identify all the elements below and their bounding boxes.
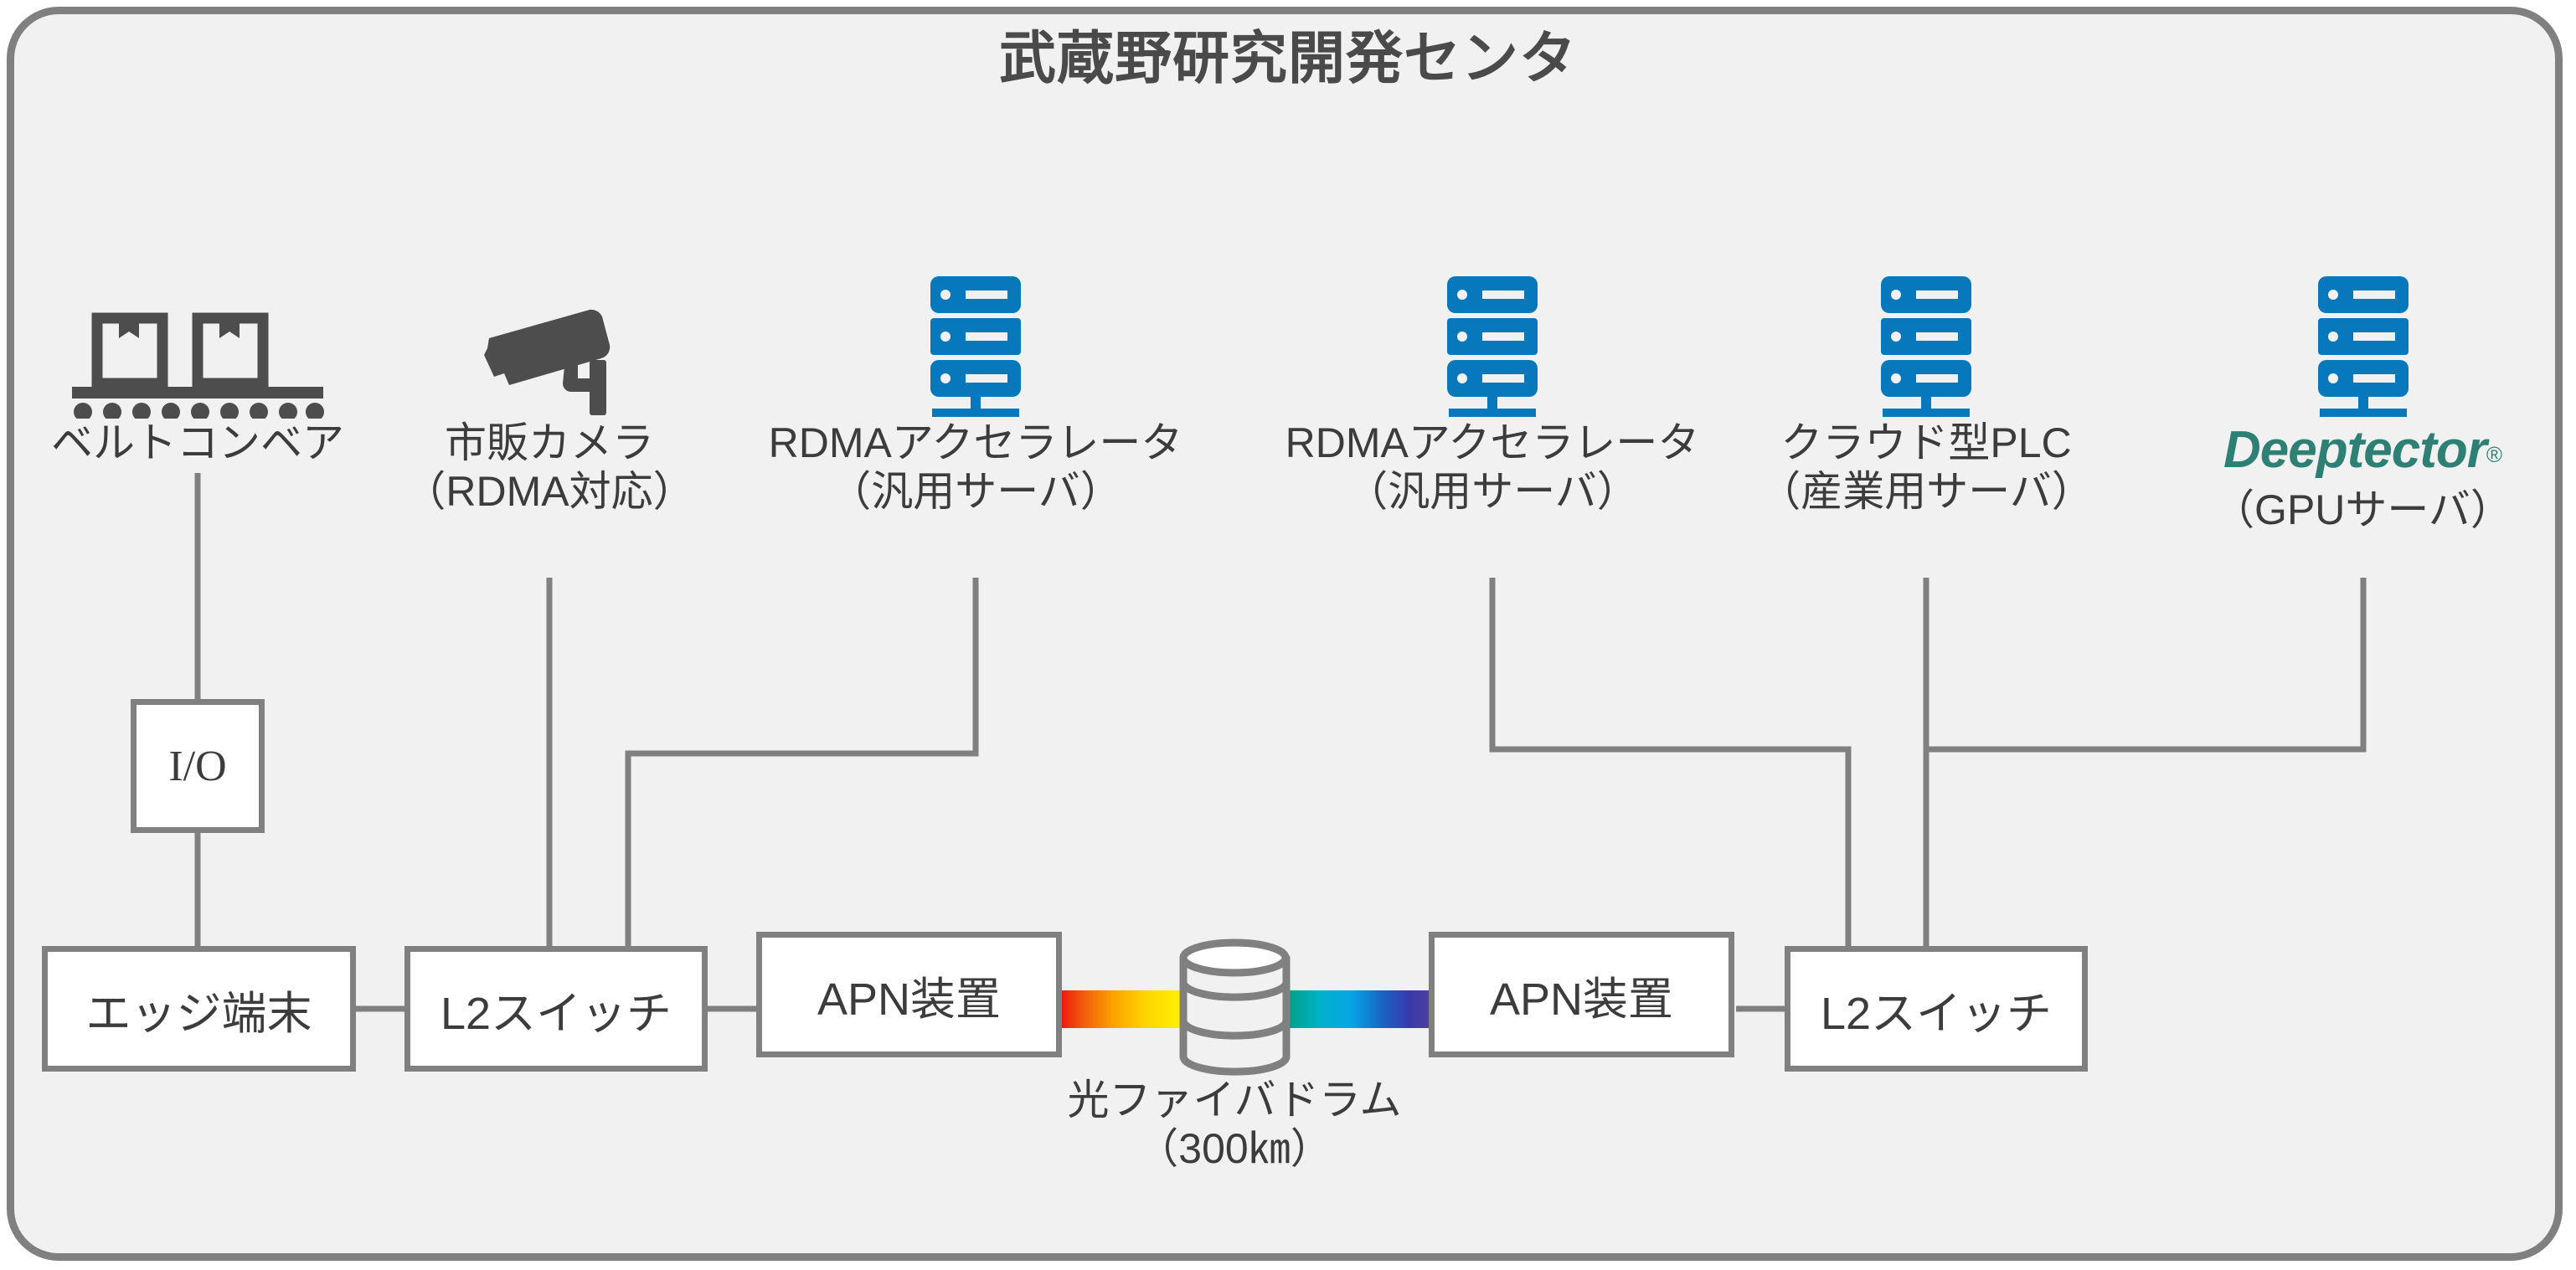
deeptector-wordmark: Deeptector: [2223, 421, 2487, 479]
server-icon: [2306, 275, 2420, 419]
l2-switch-left-box[interactable]: L2スイッチ: [404, 946, 708, 1072]
apn-right-box[interactable]: APN装置: [1429, 932, 1734, 1057]
apn-left-box[interactable]: APN装置: [756, 932, 1062, 1057]
deeptector-logo: Deeptector®: [2157, 420, 2568, 480]
device-label-gpu-server: （GPUサーバ）: [2213, 486, 2512, 533]
device-label-cloud-plc: クラウド型PLC （産業用サーバ）: [1759, 419, 2094, 515]
l2-switch-right-box[interactable]: L2スイッチ: [1785, 946, 2088, 1072]
device-label-rdma-accelerator-2: RDMAアクセラレータ （汎用サーバ）: [1285, 419, 1700, 515]
security-camera-icon: [482, 308, 633, 417]
server-icon: [1869, 275, 1983, 419]
registered-mark: ®: [2486, 442, 2502, 467]
page-title: 武蔵野研究開発センタ: [998, 27, 1577, 90]
fiber-drum-label: 光ファイバドラム （300㎞）: [1067, 1077, 1402, 1172]
device-label-rdma-accelerator-1: RDMAアクセラレータ （汎用サーバ）: [768, 419, 1183, 515]
conveyor-icon: [64, 310, 332, 419]
io-box[interactable]: I/O: [131, 699, 265, 833]
edge-terminal-box[interactable]: エッジ端末: [42, 946, 356, 1072]
device-label-camera: 市販カメラ （RDMA対応）: [404, 419, 695, 515]
facility-frame: [7, 7, 2563, 1261]
server-icon: [1435, 275, 1549, 419]
server-icon: [919, 275, 1033, 419]
device-label-belt-conveyor: ベルトコンベア: [51, 419, 344, 466]
